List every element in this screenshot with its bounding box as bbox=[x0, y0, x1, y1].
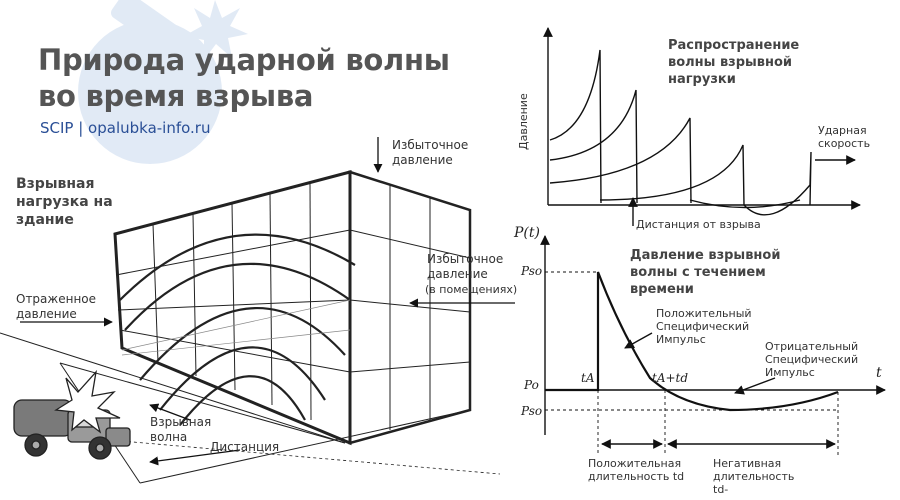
p-o-label: Po bbox=[524, 378, 539, 392]
pt-x-axis-label: t bbox=[876, 365, 882, 381]
pressure-time-heading: Давление взрывной волны с течением време… bbox=[630, 248, 781, 297]
negative-duration-label: Негативная длительность td- bbox=[713, 457, 795, 496]
t-a-plus-td-label: tA+td bbox=[652, 371, 689, 385]
p-so-negative-label: Pso bbox=[521, 404, 543, 418]
blast-wave-label: Взрывная волна bbox=[150, 415, 212, 444]
positive-duration-label: Положительная длительность td bbox=[588, 457, 685, 483]
propagation-chart bbox=[543, 27, 861, 226]
t-a-label: tA bbox=[581, 371, 595, 385]
building-heading: Взрывная нагрузка на здание bbox=[16, 176, 113, 228]
pt-y-axis-label: P(t) bbox=[514, 225, 540, 241]
shock-velocity-label: Ударная скорость bbox=[818, 124, 871, 150]
p-so-positive-label: Pso bbox=[521, 264, 543, 278]
pressure-time-chart bbox=[540, 235, 886, 455]
overpressure-label: Избыточное давление bbox=[392, 138, 469, 167]
interior-note: (в помещениях) bbox=[425, 283, 518, 296]
reflected-pressure-label: Отраженное давление bbox=[16, 292, 97, 321]
source-subtitle: SCIP | opalubka-info.ru bbox=[40, 119, 211, 137]
propagation-heading: Распространение волны взрывной нагрузки bbox=[668, 38, 800, 87]
distance-label: Дистанция bbox=[210, 440, 280, 454]
page-title: Природа ударной волны во время взрыва bbox=[38, 42, 450, 114]
interior-overpressure-label: Избыточное давление bbox=[427, 252, 504, 281]
negative-impulse-label: Отрицательный Специфический Импульс bbox=[765, 340, 859, 379]
truck-drawing bbox=[13, 369, 131, 460]
propagation-x-label: Дистанция от взрыва bbox=[636, 218, 761, 231]
positive-impulse-label: Положительный Специфический Импульс bbox=[656, 307, 752, 346]
title-line-1: Природа ударной волны bbox=[38, 43, 450, 77]
title-line-2: во время взрыва bbox=[38, 79, 314, 113]
propagation-y-label: Давление bbox=[517, 93, 530, 150]
